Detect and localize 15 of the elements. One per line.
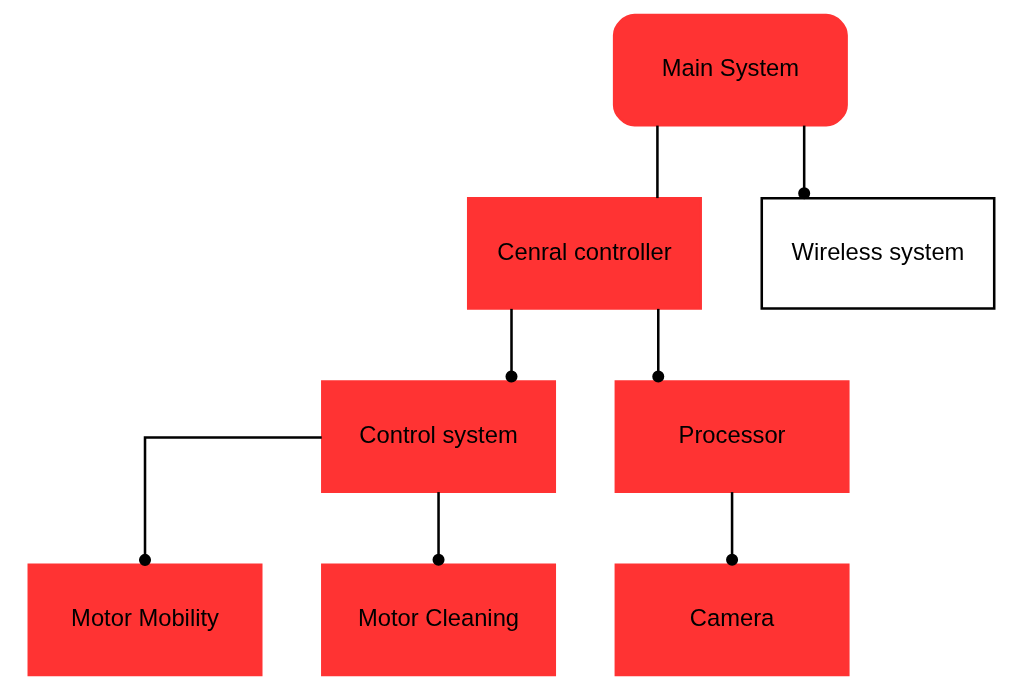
connector <box>652 308 665 383</box>
node-box: Control system <box>321 380 557 494</box>
node-box: Processor <box>614 380 850 494</box>
node-box: Main System <box>612 13 848 127</box>
node-box: Wireless system <box>760 196 996 310</box>
node-box: Cenral controller <box>466 196 702 310</box>
connector <box>656 125 659 199</box>
node-box: Motor Mobility <box>27 563 263 677</box>
connector <box>798 125 811 200</box>
node-box: Motor Cleaning <box>321 563 557 677</box>
node-box: Camera <box>614 563 850 677</box>
connector <box>505 308 518 383</box>
connector <box>726 492 739 566</box>
connector <box>432 492 445 566</box>
connector <box>139 436 322 566</box>
